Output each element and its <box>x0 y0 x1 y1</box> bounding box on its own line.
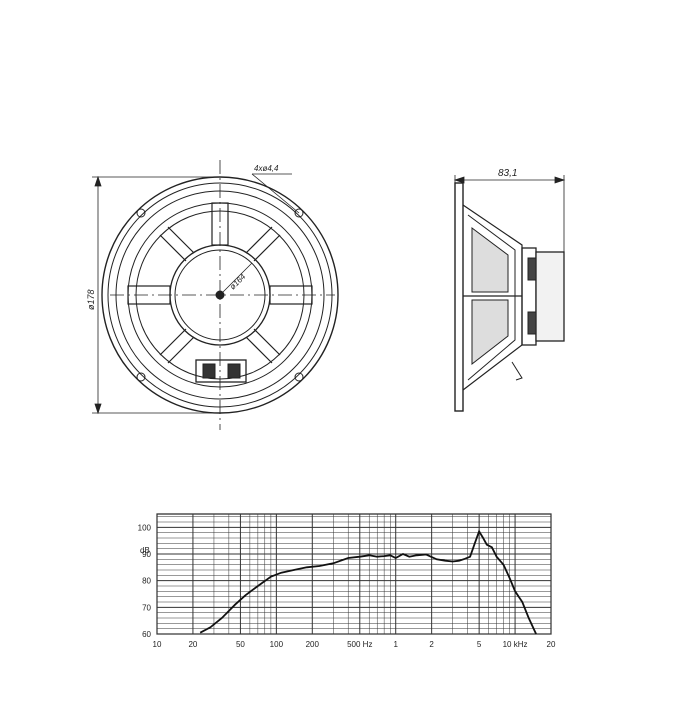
x-tick-label: 200 <box>306 640 320 649</box>
terminal-bottom <box>527 311 537 335</box>
x-tick-label: 5 <box>477 640 482 649</box>
x-tick-label: 1 <box>393 640 398 649</box>
basket-window-bottom <box>471 299 509 366</box>
y-tick-label: 100 <box>138 523 152 532</box>
x-axis-labels: 10 20 50 100 200 500 Hz 1 2 5 10 kHz 20 <box>153 640 556 649</box>
y-tick-label: 70 <box>142 603 151 612</box>
mount-hole-top-right <box>294 208 304 218</box>
x-tick-label: 20 <box>547 640 556 649</box>
basket-spokes <box>159 226 281 364</box>
x-tick-label: 20 <box>188 640 197 649</box>
basket-inner-outline <box>467 214 516 381</box>
terminal-right <box>227 363 241 379</box>
frequency-response-chart: 100 90 80 70 60 10 20 50 100 200 500 Hz 1 2 5 10 kHz 2… <box>138 513 556 649</box>
side-view-drawing <box>453 175 566 412</box>
magnet <box>535 251 565 342</box>
spoke-bottom-left <box>159 328 195 364</box>
dim-bolt-circle: ø164 <box>228 272 248 292</box>
terminal-housing <box>195 359 247 383</box>
spoke-top-left <box>159 226 195 262</box>
terminal-left <box>202 363 216 379</box>
x-tick-label: 2 <box>429 640 434 649</box>
basket-window-top <box>471 227 509 293</box>
y-tick-label: 80 <box>142 577 151 586</box>
chart-frame <box>156 513 552 635</box>
terminal-block <box>195 359 247 383</box>
front-view-drawing <box>92 160 339 430</box>
dim-arrow-bottom <box>94 403 102 415</box>
chart-grid <box>156 514 552 635</box>
outer-diameter-dimension <box>92 175 220 415</box>
mount-hole-leader <box>251 173 300 214</box>
response-curve <box>199 529 537 635</box>
dim-outer-diameter: ø178 <box>86 289 96 310</box>
mount-hole-top-left <box>136 208 146 218</box>
y-axis-unit: dB <box>140 546 150 555</box>
dim-depth: 83,1 <box>498 168 517 179</box>
spoke-bottom-right <box>245 328 281 364</box>
y-tick-label: 60 <box>142 630 151 639</box>
side-flange <box>454 182 464 412</box>
center-lines <box>110 160 335 430</box>
x-tick-label: 500 Hz <box>347 640 372 649</box>
y-axis-labels: 100 90 80 70 60 <box>138 523 152 639</box>
mount-hole-bottom-left <box>136 372 146 382</box>
bolt-circle-leader <box>219 262 253 296</box>
dim-mount-holes: 4xø4,4 <box>254 164 279 173</box>
leader-line <box>251 173 300 214</box>
depth-dimension <box>453 175 566 252</box>
mounting-holes <box>136 208 304 382</box>
terminal-tab <box>511 361 523 381</box>
dim-arrow-right <box>554 176 566 184</box>
terminal-top <box>527 257 537 281</box>
x-tick-label: 50 <box>236 640 245 649</box>
x-tick-label: 100 <box>270 640 284 649</box>
x-tick-label: 10 kHz <box>503 640 528 649</box>
spoke-top-right <box>245 226 281 262</box>
y-tick-label: 90 <box>142 550 151 559</box>
dim-arrow-top <box>94 175 102 187</box>
dim-arrow-left <box>453 176 465 184</box>
mount-hole-bottom-right <box>294 372 304 382</box>
x-tick-label: 10 <box>153 640 162 649</box>
